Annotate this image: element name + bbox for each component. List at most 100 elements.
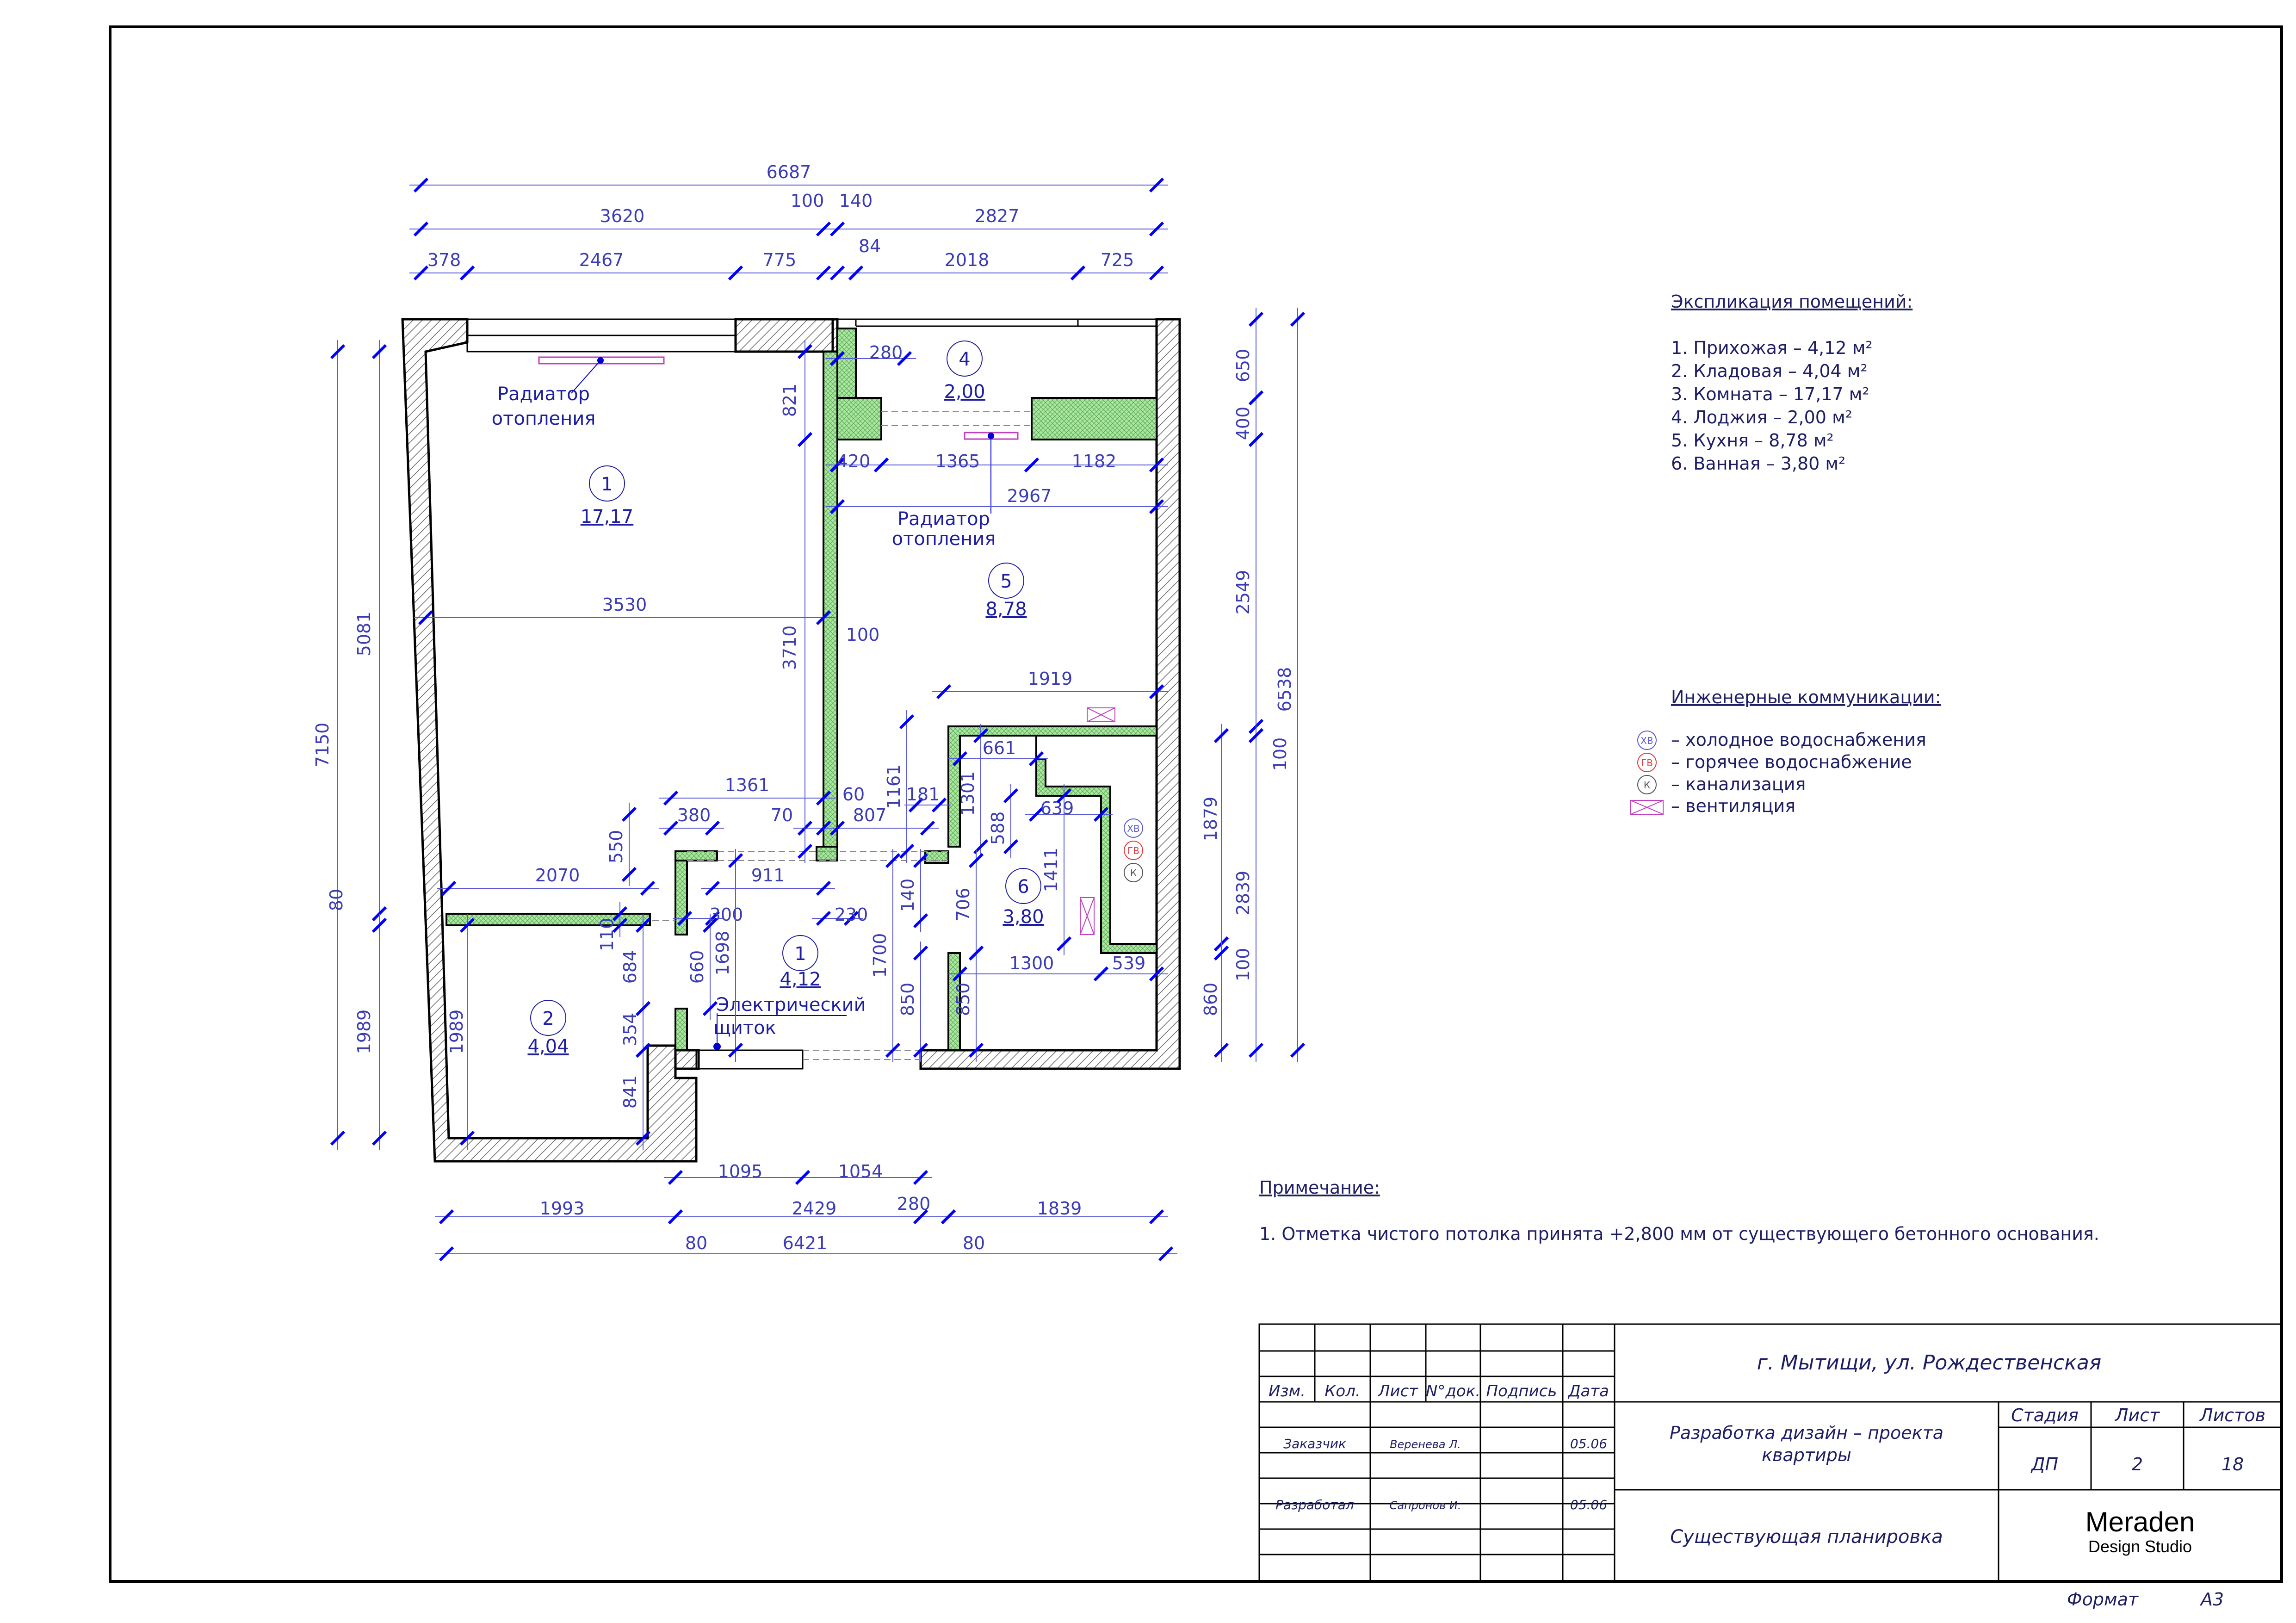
explication-title: Экспликация помещений: <box>1671 291 1912 312</box>
dimension-label: 280 <box>897 1194 931 1214</box>
dimension-label: 1839 <box>1037 1198 1082 1219</box>
radiator-label-2a: Радиатор <box>897 508 990 530</box>
dimension-label: 80 <box>326 889 347 911</box>
dimension-label: 684 <box>620 950 640 984</box>
dimension-label: 378 <box>427 250 461 270</box>
dimension-label: 1989 <box>354 1010 374 1054</box>
room-3-marker: 1 <box>589 465 625 502</box>
dimension-label: 60 <box>842 784 865 805</box>
dimension-label: 775 <box>763 250 797 270</box>
dimension-label: 110 <box>597 918 617 952</box>
dimension-label: 1993 <box>540 1198 585 1219</box>
svg-text:5: 5 <box>1000 571 1012 592</box>
svg-text:Формат: Формат <box>2067 1589 2139 1610</box>
svg-text:6: 6 <box>1017 876 1029 898</box>
dimension-label: 2070 <box>535 865 580 886</box>
dimension-label: 100 <box>1233 948 1253 982</box>
svg-text:К: К <box>1644 780 1650 791</box>
radiator-room3 <box>538 356 665 365</box>
utilities-title: Инженерные коммуникации: <box>1671 687 1941 707</box>
svg-text:К: К <box>1130 867 1137 879</box>
svg-text:1: 1 <box>794 943 806 965</box>
svg-text:05.06: 05.06 <box>1570 1497 1607 1512</box>
room-area: 17,17 <box>581 506 634 527</box>
dimension-label: 2967 <box>1007 486 1052 506</box>
dimension-label: 1182 <box>1072 451 1117 471</box>
dimension-label: 661 <box>983 738 1016 758</box>
brand-sub: Design Studio <box>2088 1537 2192 1556</box>
dimension-label: 706 <box>953 888 973 922</box>
dimension-label: 6538 <box>1275 667 1295 712</box>
svg-text:ХВ: ХВ <box>1127 823 1139 834</box>
dimension-label: 850 <box>953 983 973 1016</box>
dimension-label: 821 <box>780 384 800 417</box>
dimension-label: 550 <box>606 830 626 864</box>
vent-symbol <box>1080 707 1115 935</box>
svg-text:ДП: ДП <box>2030 1454 2058 1474</box>
svg-text:Разработал: Разработал <box>1275 1497 1354 1512</box>
dimension-label: 2839 <box>1233 871 1253 916</box>
tb-drawing-name: Существующая планировка <box>1670 1526 1943 1548</box>
svg-text:Подпись: Подпись <box>1486 1382 1557 1400</box>
room-area: 3,80 <box>1003 906 1044 928</box>
room-6-marker: 6 <box>1005 868 1041 904</box>
utility-item: – горячее водоснабжение <box>1671 752 1912 772</box>
dimension-label: 6421 <box>783 1233 828 1253</box>
dimension-label: 850 <box>897 983 918 1016</box>
walls <box>401 318 1181 1163</box>
utility-item: – вентиляция <box>1671 796 1795 816</box>
room-2-marker: 2 <box>530 1000 566 1036</box>
explication-item: 6. Ванная – 3,80 м² <box>1671 453 1845 474</box>
dimension-label: 1919 <box>1028 669 1073 689</box>
dimension-label: 539 <box>1112 953 1146 973</box>
dimension-label: 100 <box>791 191 824 211</box>
dimension-label: 2467 <box>579 250 624 270</box>
svg-text:Листов: Листов <box>2199 1405 2265 1425</box>
room-area: 2,00 <box>944 381 985 403</box>
room-5-marker: 5 <box>988 563 1024 599</box>
utility-item: – канализация <box>1671 774 1806 794</box>
dimension-label: 1161 <box>884 764 904 809</box>
dimension-label: 80 <box>685 1233 707 1253</box>
dimension-label: 100 <box>1270 737 1290 771</box>
dimension-label: 3620 <box>600 206 645 226</box>
dimension-label: 588 <box>988 812 1008 845</box>
svg-text:Заказчик: Заказчик <box>1283 1436 1346 1451</box>
room-area: 4,12 <box>780 969 821 990</box>
dimension-label: 1411 <box>1041 848 1061 892</box>
explication-item: 4. Лоджия – 2,00 м² <box>1671 407 1852 427</box>
svg-text:квартиры: квартиры <box>1762 1445 1851 1465</box>
dimension-label: 420 <box>837 451 871 471</box>
vent-icon <box>1630 800 1664 815</box>
dimension-label: 5081 <box>354 612 374 657</box>
explication-item: 5. Кухня – 8,78 м² <box>1671 430 1834 451</box>
dimension-label: 354 <box>620 1013 640 1047</box>
note: Примечание: 1. Отметка чистого потолка п… <box>1259 1177 2099 1244</box>
dimension-label: 725 <box>1101 250 1134 270</box>
dimension-label: 380 <box>677 805 711 825</box>
explication-item: 3. Комната – 17,17 м² <box>1671 384 1869 404</box>
svg-text:Сапронов И.: Сапронов И. <box>1390 1499 1461 1512</box>
explication-item: 2. Кладовая – 4,04 м² <box>1671 361 1868 381</box>
tb-project: Разработка дизайн – проекта <box>1670 1423 1943 1443</box>
utility-item: – холодное водоснабжения <box>1671 730 1926 750</box>
dimension-label: 1361 <box>725 775 770 795</box>
radiator-label-1a: Радиатор <box>497 384 590 405</box>
dimension-label: 84 <box>859 236 881 256</box>
svg-text:2: 2 <box>2132 1454 2143 1474</box>
svg-text:4: 4 <box>959 349 970 370</box>
note-text: 1. Отметка чистого потолка принята +2,80… <box>1259 1224 2099 1244</box>
dimension-label: 181 <box>906 784 940 805</box>
room-1-marker: 1 <box>782 935 818 971</box>
dimension-label: 2018 <box>945 250 990 270</box>
dimension-label: 2429 <box>792 1198 837 1219</box>
dimension-label: 911 <box>751 865 785 886</box>
dimension-label: 280 <box>869 342 903 363</box>
note-title: Примечание: <box>1259 1177 1380 1198</box>
dimension-label: 1095 <box>718 1161 763 1182</box>
room-area: 4,04 <box>527 1036 569 1057</box>
dimension-label: 807 <box>853 805 887 825</box>
svg-text:1: 1 <box>601 474 613 495</box>
